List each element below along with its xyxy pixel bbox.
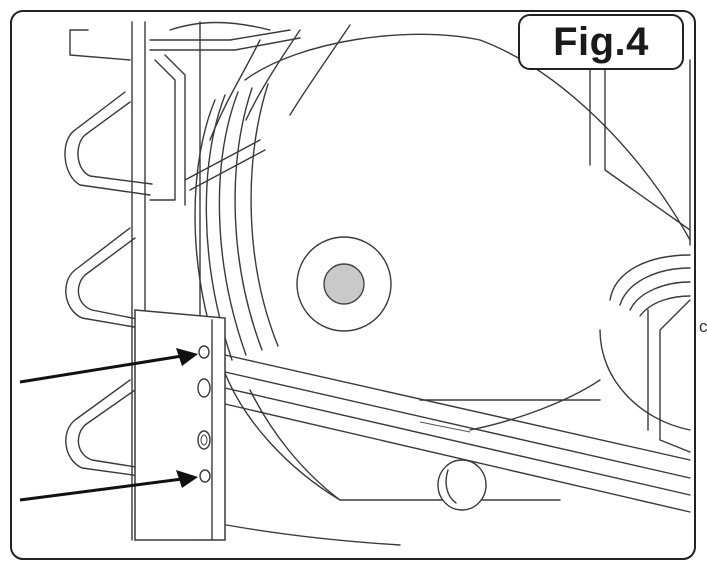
figure-label: Fig.4 (518, 14, 684, 70)
screw-hole-top (198, 345, 210, 359)
mounting-bracket (134, 309, 226, 541)
arrow-top-head (176, 348, 198, 366)
figure-frame (10, 10, 696, 560)
fan-hub-center (323, 263, 365, 305)
arrow-bottom-line (19, 477, 183, 502)
arrow-top-line (19, 354, 183, 384)
arrow-bottom-head (176, 470, 198, 488)
arrow-pointer-icon (19, 348, 198, 502)
wire-rack-left (64, 21, 301, 541)
lamp-cover (437, 459, 487, 511)
oven-cavity (169, 19, 691, 546)
screw-hole-bottom (199, 469, 211, 483)
side-letter: c (699, 317, 707, 336)
slot-hole (197, 378, 211, 398)
